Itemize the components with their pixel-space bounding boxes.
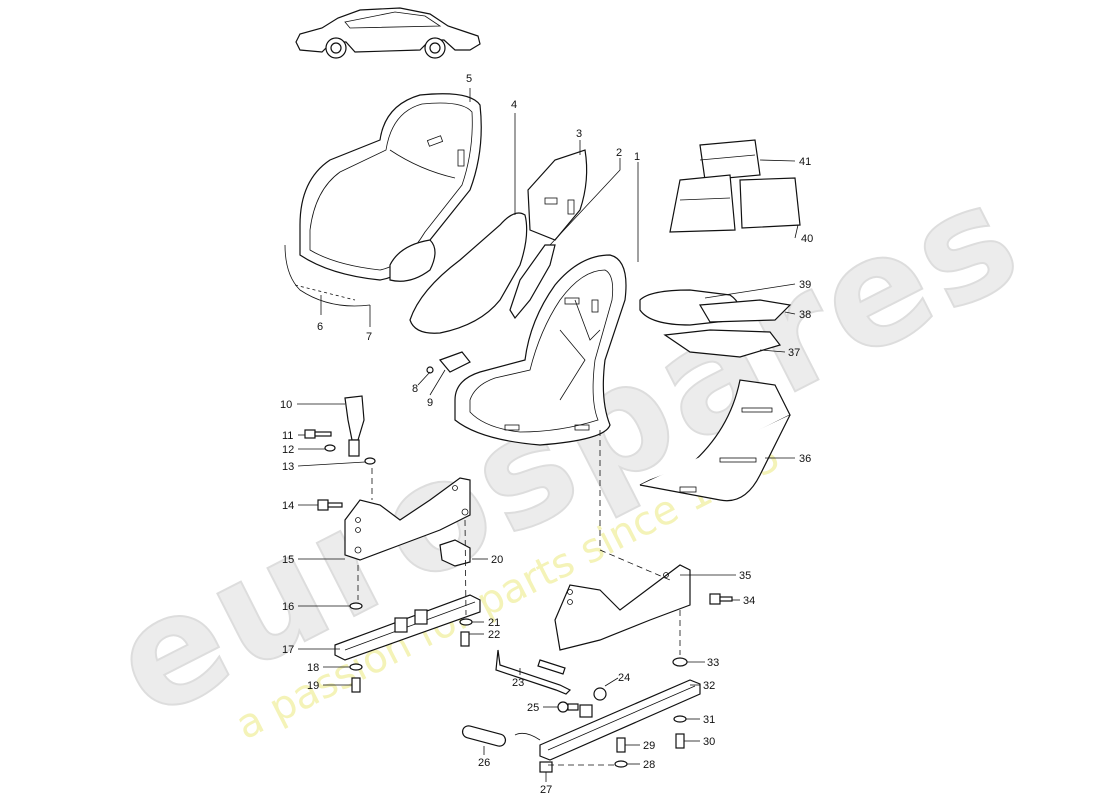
callout-25: 25: [527, 702, 539, 714]
callout-labels: 1 2 3 4 5 6 7 8 9 10 11 12 13 14 15 16 1…: [280, 73, 813, 796]
trim-clip-strip: [294, 284, 356, 301]
callout-31: 31: [703, 714, 715, 726]
callout-1: 1: [634, 151, 640, 163]
callout-18: 18: [307, 662, 319, 674]
slide-rail-right: [539, 679, 701, 761]
bucket-seat-shell: [454, 254, 627, 446]
adjuster-bar: [495, 649, 572, 695]
washer-31: [673, 715, 687, 723]
seat-rail-bracket-left: [344, 477, 471, 561]
bolt-22: [460, 631, 470, 647]
callout-28: 28: [643, 759, 655, 771]
callout-21: 21: [488, 617, 500, 629]
washer-13: [364, 457, 376, 465]
callout-3: 3: [576, 128, 582, 140]
washer-33: [672, 657, 688, 667]
seat-trim-edge: [284, 244, 371, 307]
callout-27: 27: [540, 784, 552, 796]
seat-rail-bracket-right: [554, 564, 691, 651]
callout-8: 8: [412, 383, 418, 395]
callout-4: 4: [511, 99, 517, 111]
callout-17: 17: [282, 644, 294, 656]
lumbar-cushions: [669, 139, 801, 233]
callout-23: 23: [512, 677, 524, 689]
callout-26: 26: [478, 757, 490, 769]
clip-27: [539, 761, 553, 773]
callout-40: 40: [801, 233, 813, 245]
washer-12: [324, 444, 336, 452]
bolt-29: [616, 737, 626, 753]
assembly-guides: [357, 430, 681, 766]
callout-29: 29: [643, 740, 655, 752]
bolt-30: [675, 733, 685, 749]
callout-6: 6: [317, 321, 323, 333]
callout-10: 10: [280, 399, 292, 411]
callout-24: 24: [618, 672, 630, 684]
bolt-34: [709, 593, 733, 605]
washer-16: [349, 602, 363, 610]
callout-39: 39: [799, 279, 811, 291]
screw-8: [426, 366, 434, 374]
bolt-25: [557, 701, 579, 713]
seat-cushion-side: [409, 212, 528, 334]
washer-28: [614, 760, 628, 768]
callout-15: 15: [282, 554, 294, 566]
callout-20: 20: [491, 554, 503, 566]
callout-19: 19: [307, 680, 319, 692]
callout-16: 16: [282, 601, 294, 613]
callout-32: 32: [703, 680, 715, 692]
knob-24: [593, 687, 607, 701]
lever-grip: [461, 725, 507, 747]
callout-13: 13: [282, 461, 294, 473]
callout-34: 34: [743, 595, 755, 607]
callout-35: 35: [739, 570, 751, 582]
callout-2: 2: [616, 147, 622, 159]
headrest-pad: [527, 149, 588, 241]
washer-21: [459, 618, 473, 626]
slide-rail-left: [334, 594, 481, 661]
adjuster-link: [537, 659, 566, 675]
callout-36: 36: [799, 453, 811, 465]
callout-41: 41: [799, 156, 811, 168]
callout-5: 5: [466, 73, 472, 85]
leader-lines: [297, 88, 799, 782]
callout-38: 38: [799, 309, 811, 321]
callout-7: 7: [366, 331, 372, 343]
callout-11: 11: [282, 430, 293, 442]
mounting-bracket-20: [439, 539, 471, 567]
bolt-11: [304, 429, 332, 439]
car-side-icon: [295, 7, 481, 59]
belt-buckle-stalk: [344, 395, 365, 457]
release-cable: [514, 732, 541, 741]
seat-cushion-stack: [639, 289, 792, 358]
seat-pad-thin: [509, 244, 556, 320]
callout-12: 12: [282, 444, 294, 456]
callout-14: 14: [282, 500, 294, 512]
washer-18: [349, 663, 363, 671]
callout-9: 9: [427, 397, 433, 409]
callout-30: 30: [703, 736, 715, 748]
adjuster-bracket: [438, 351, 471, 373]
seat-pan-cover: [639, 379, 791, 502]
bolt-19: [351, 677, 361, 693]
callout-33: 33: [707, 657, 719, 669]
watermark: eurospares a passion for parts since 198…: [86, 147, 1048, 753]
watermark-brand: eurospares: [87, 148, 1047, 752]
seat-shell-upholstered: [299, 93, 482, 282]
callout-22: 22: [488, 629, 500, 641]
callout-37: 37: [788, 347, 800, 359]
